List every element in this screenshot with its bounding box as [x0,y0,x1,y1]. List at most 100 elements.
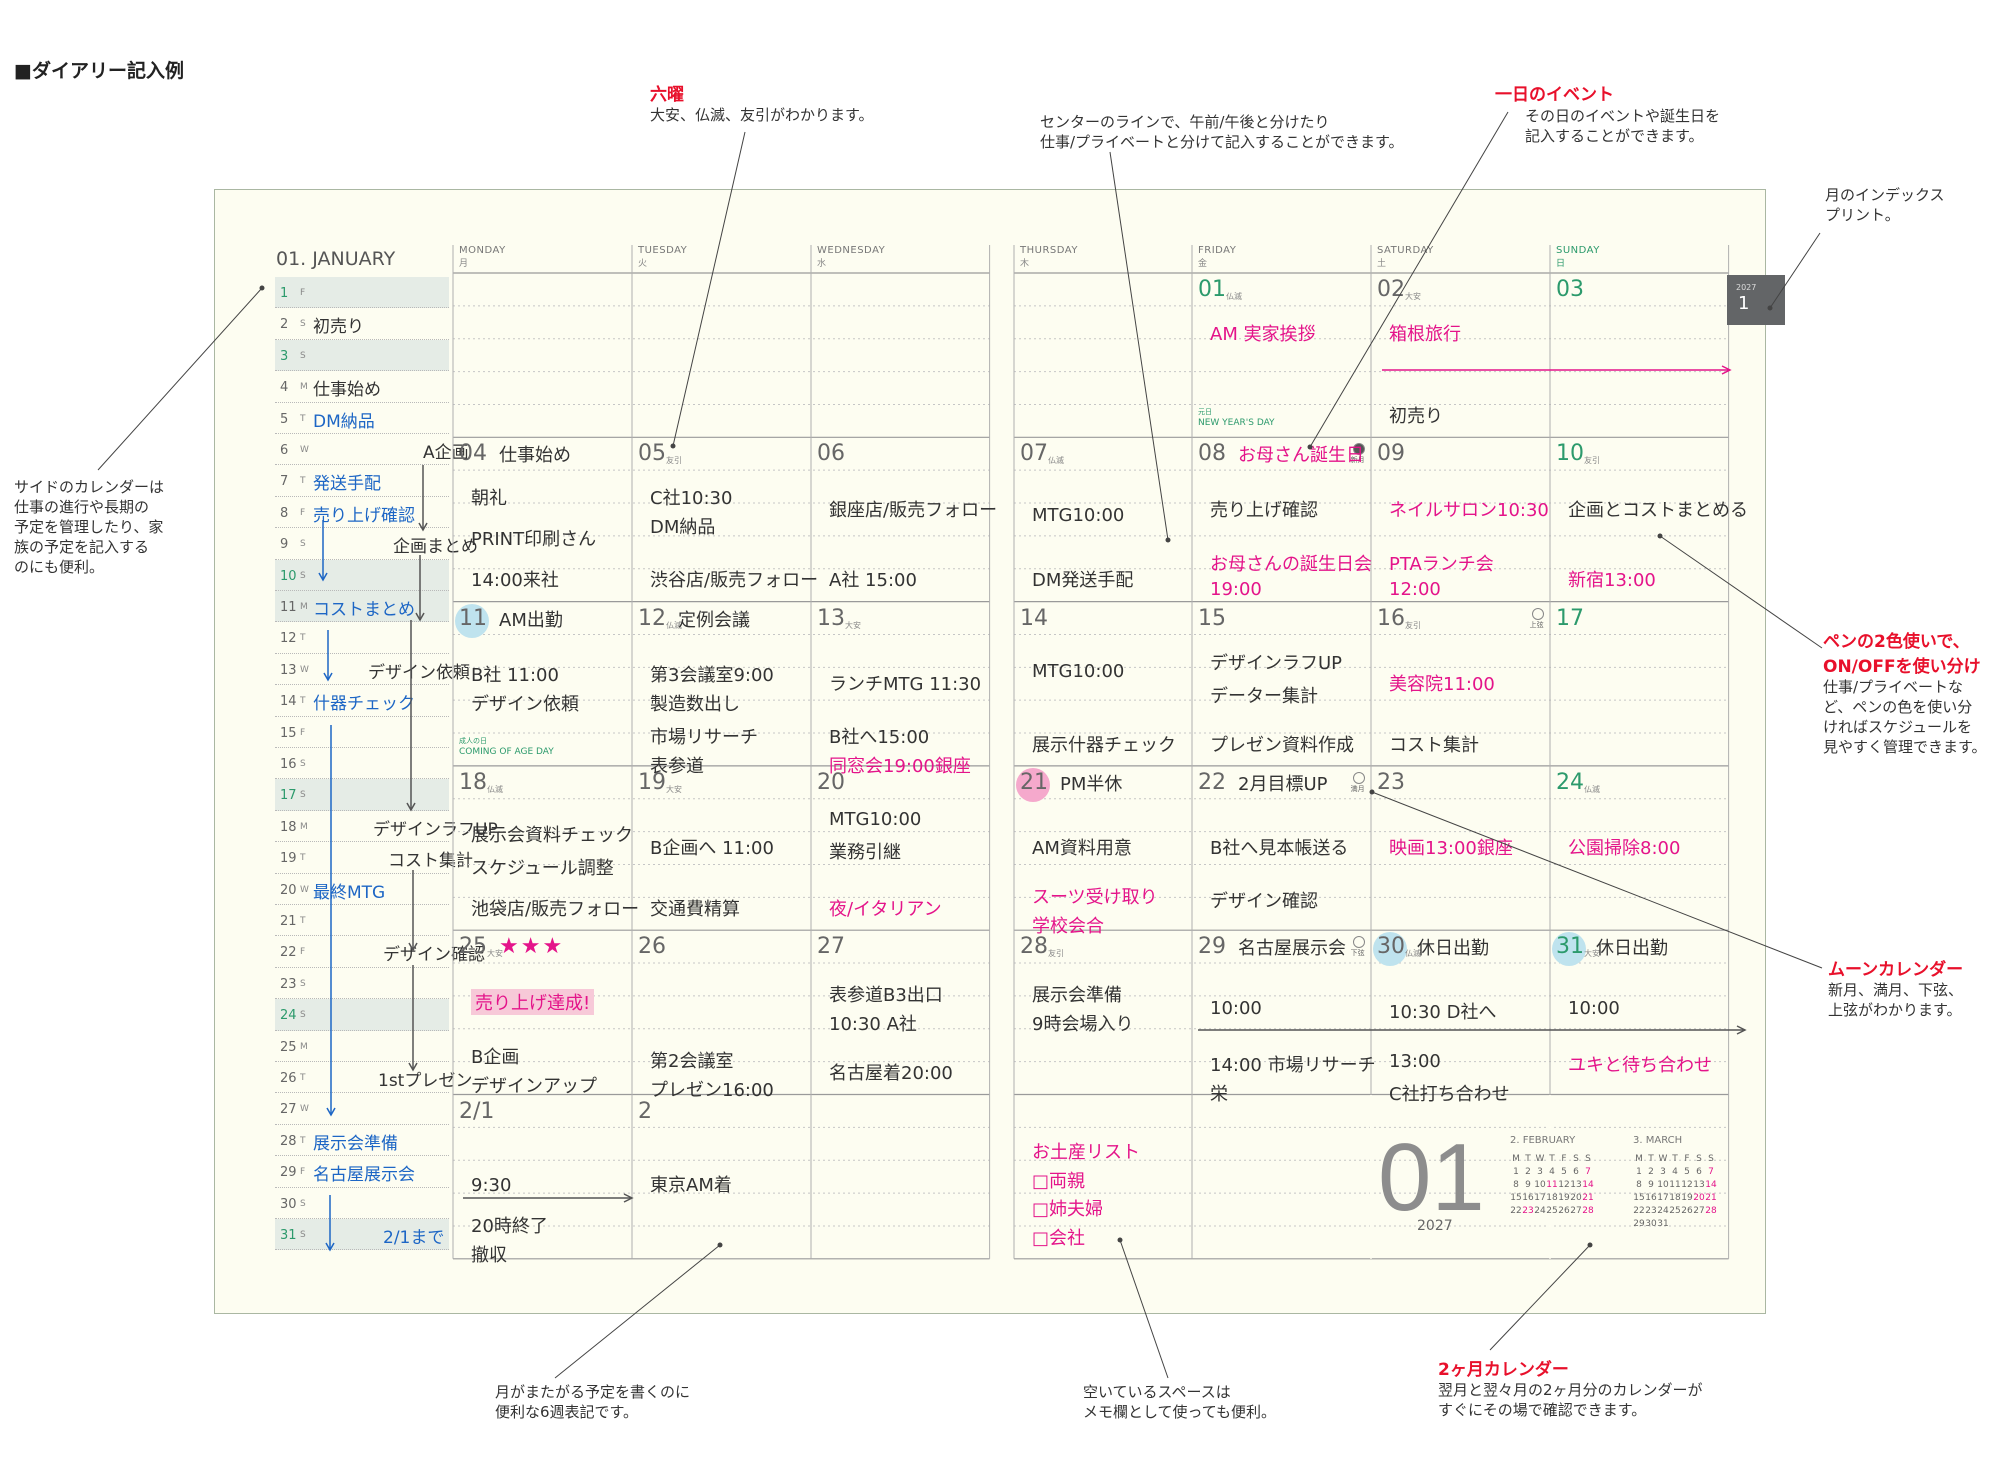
mini-day[interactable]: 21 [1582,1193,1594,1203]
mini-day[interactable]: 10 [1534,1180,1546,1190]
mini-day[interactable]: 24 [1657,1206,1669,1216]
mini-day[interactable]: 22 [1633,1206,1645,1216]
mini-day[interactable]: 6 [1573,1167,1579,1177]
mini-day[interactable]: 19 [1681,1193,1693,1203]
mini-day[interactable]: 22 [1510,1206,1522,1216]
mini-day[interactable]: 28 [1582,1206,1594,1216]
mini-day[interactable]: 7 [1585,1167,1591,1177]
mini-day[interactable]: 13 [1570,1180,1582,1190]
mini-day[interactable]: 11 [1546,1180,1558,1190]
mini-day[interactable]: 18 [1546,1193,1558,1203]
mini-day[interactable]: 5 [1561,1167,1567,1177]
mini-day[interactable]: 20 [1693,1193,1705,1203]
mini-day[interactable]: 1 [1513,1167,1519,1177]
mini-day[interactable]: 9 [1525,1180,1531,1190]
mini-day[interactable]: 20 [1570,1193,1582,1203]
mini-day[interactable]: 23 [1522,1206,1534,1216]
mini-day[interactable]: 26 [1681,1206,1693,1216]
mini-day[interactable]: 29 [1633,1219,1645,1229]
mini-day[interactable]: 25 [1669,1206,1681,1216]
mini-day[interactable]: 8 [1636,1180,1642,1190]
mini-day[interactable]: 14 [1705,1180,1717,1190]
mini-day[interactable]: 27 [1570,1206,1582,1216]
mini-day[interactable]: 14 [1582,1180,1594,1190]
mini-day[interactable]: 12 [1681,1180,1693,1190]
day-cell[interactable]: 17 [1550,602,1729,766]
mini-day[interactable]: 6 [1696,1167,1702,1177]
mini-day[interactable]: 8 [1513,1180,1519,1190]
mini-day[interactable]: 9 [1648,1180,1654,1190]
mini-day[interactable]: 17 [1534,1193,1546,1203]
mini-day[interactable]: 23 [1645,1206,1657,1216]
day-cell[interactable]: お土産リスト□両親□姉夫婦□会社 [1014,1095,1193,1259]
mini-day[interactable]: 15 [1510,1193,1522,1203]
mini-day[interactable]: 3 [1537,1167,1543,1177]
mini-day[interactable]: 2 [1648,1167,1654,1177]
mini-day[interactable]: 19 [1558,1193,1570,1203]
day-cell[interactable]: 03 [1550,273,1729,437]
mini-day[interactable]: 26 [1558,1206,1570,1216]
mini-day[interactable]: 18 [1669,1193,1681,1203]
mini-day[interactable]: 24 [1534,1206,1546,1216]
mini-day[interactable]: 1 [1636,1167,1642,1177]
mini-day[interactable]: 12 [1558,1180,1570,1190]
mini-day[interactable]: 27 [1693,1206,1705,1216]
mini-day[interactable]: 3 [1660,1167,1666,1177]
mini-day[interactable]: 10 [1657,1180,1669,1190]
mini-day[interactable]: 25 [1546,1206,1558,1216]
mini-day[interactable]: 16 [1522,1193,1534,1203]
mini-day[interactable]: 5 [1684,1167,1690,1177]
mini-day[interactable]: 21 [1705,1193,1717,1203]
mini-day[interactable]: 11 [1669,1180,1681,1190]
mini-day[interactable]: 7 [1708,1167,1714,1177]
mini-day[interactable]: 4 [1549,1167,1555,1177]
mini-day[interactable]: 13 [1693,1180,1705,1190]
mini-day[interactable]: 4 [1672,1167,1678,1177]
mini-day[interactable]: 30 [1645,1219,1657,1229]
